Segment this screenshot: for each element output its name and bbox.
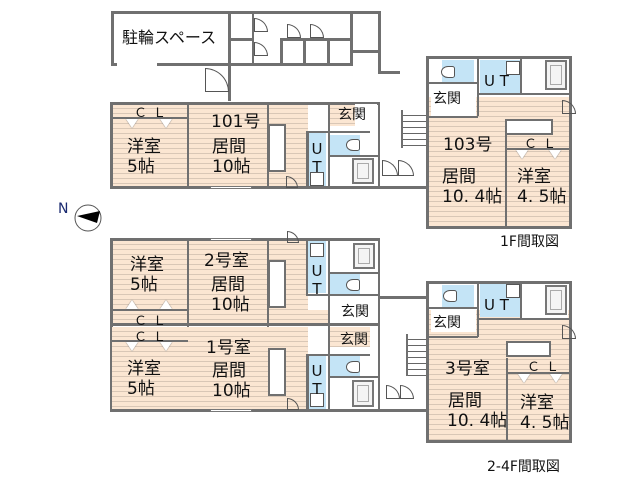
toilet-icon [346,279,360,291]
door-swing [310,24,324,38]
entrance-label: 玄関 [433,315,461,331]
kitchen-counter [506,341,551,357]
living-size: 10. 4帖 [447,411,508,431]
door-swing [287,24,301,38]
floor-caption: 2-4F間取図 [487,459,560,475]
shower-icon [545,60,567,90]
ut-label-t: T [312,158,322,176]
shower-icon [545,285,567,315]
kitchen-counter [268,124,286,172]
unit-number: 1号室 [206,338,251,358]
bedroom-size: 5帖 [127,379,155,399]
closet-label: ＣＬ [524,137,563,152]
bedroom-label: 洋室 [127,359,161,379]
bedroom-label: 洋室 [130,255,164,275]
ut-label-u: U [311,140,323,158]
living-label: 居間 [212,361,246,381]
ut-label: U T [484,72,509,90]
kitchen-counter [505,119,553,135]
door-swing [398,160,414,176]
living-label: 居間 [211,275,245,295]
stairs [401,110,427,148]
ut-label: U T [484,296,509,314]
north-label: N [58,201,69,217]
toilet-icon [346,139,360,151]
sink-icon [310,393,324,407]
bedroom-size: 5帖 [127,157,155,177]
entrance-label: 玄関 [338,107,366,123]
toilet-icon [443,290,457,302]
door-swing [562,325,576,339]
ut-label-u: U [311,362,323,380]
sink-icon [506,61,520,75]
door-swing [400,385,414,399]
north-arrow-icon [74,204,102,232]
entrance-label: 玄関 [433,91,461,107]
unit-number: 103号 [443,135,493,155]
ut-label-u: U [311,262,323,280]
living-size: 10. 4帖 [442,187,503,207]
closet-label: ＣＬ [134,106,173,121]
shower-icon [353,243,375,269]
living-size: 10帖 [211,295,250,315]
living-label: 居間 [448,391,482,411]
bedroom-size: 4. 5帖 [520,413,570,433]
entrance-label: 玄関 [341,304,369,320]
door-swing [254,18,268,32]
living-label: 居間 [442,167,476,187]
bedroom-size: 4. 5帖 [517,187,567,207]
door-swing [386,385,400,399]
closet-label: ＣＬ [134,330,173,345]
bedroom-label: 洋室 [517,167,551,187]
bedroom-label: 洋室 [127,137,161,157]
kitchen-counter [268,260,286,308]
bedroom-size: 5帖 [130,275,158,295]
ut-label-t: T [312,380,322,398]
bedroom-label: 洋室 [520,393,554,413]
living-label: 居間 [212,137,246,157]
living-size: 10帖 [212,381,251,401]
floor-caption: 1F間取図 [500,234,559,250]
unit-number: 2号室 [204,251,249,271]
shower-icon [352,380,374,407]
door-swing [382,160,398,176]
toilet-icon [441,66,455,78]
living-size: 10帖 [212,157,251,177]
stairs [406,334,428,376]
door-swing [287,231,299,243]
door-swing [254,42,268,56]
closet-label: ＣＬ [134,314,173,329]
sink-icon [506,284,520,298]
door-swing [562,100,576,114]
sink-icon [310,172,324,186]
closet-label: ＣＬ [527,360,566,375]
kitchen-counter [268,348,286,396]
unit-number: 3号室 [445,359,490,379]
ut-label-t: T [312,280,322,298]
entrance-label: 玄関 [340,332,368,348]
sink-icon [310,243,324,257]
shower-icon [352,158,374,184]
door-swing [205,68,229,92]
toilet-icon [346,361,360,373]
bike-space-label: 駐輪スペース [122,28,217,47]
unit-number: 101号 [211,112,261,132]
